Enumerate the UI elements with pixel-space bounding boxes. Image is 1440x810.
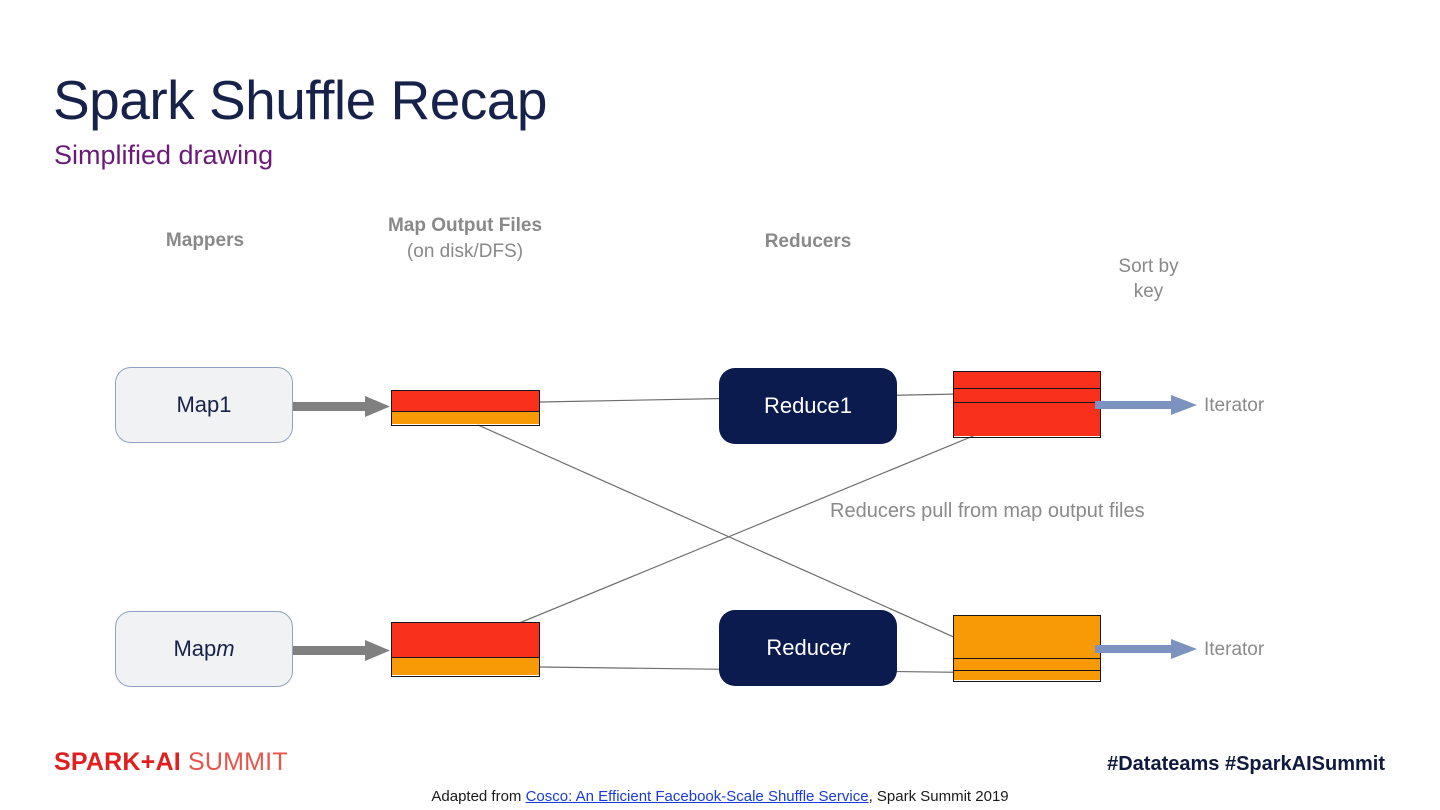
reduce-1-sorted-partition-3 (954, 402, 1100, 436)
page-title: Spark Shuffle Recap (53, 69, 547, 131)
reduce-box-1-label-suffix: 1 (839, 393, 853, 418)
map-to-output-arrow-2 (293, 640, 390, 661)
reduce-1-sorted-partition-1 (954, 372, 1100, 388)
map-box-m[interactable]: Map m (115, 611, 293, 687)
column-header-sort-by-key-line2: key (1133, 281, 1164, 302)
column-header-sort-by-key-line1: Sort by (1118, 256, 1179, 277)
logo-text-light: SUMMIT (180, 748, 288, 776)
diagram-annotation: Reducers pull from map output files (830, 500, 1145, 522)
column-header-map-output-files-line1: Map Output Files (387, 215, 543, 236)
iterator-label-1: Iterator (1204, 395, 1265, 416)
column-header-mappers: Mappers (165, 230, 245, 251)
reduce-box-r-label-prefix: Reduce (766, 635, 843, 660)
attribution-prefix: Adapted from (431, 788, 526, 805)
map-to-output-arrow-1 (293, 396, 390, 417)
reduce-1-sorted-block (953, 371, 1101, 438)
reduce-box-r[interactable]: Reduce r (719, 610, 897, 686)
page-subtitle: Simplified drawing (54, 140, 274, 170)
map-m-output-block (391, 622, 540, 677)
map-1-output-block (391, 390, 540, 426)
iterator-arrow-1 (1095, 395, 1197, 415)
reduce-r-sorted-partition-1 (954, 616, 1100, 658)
attribution-line: Adapted from Cosco: An Efficient Faceboo… (0, 788, 1440, 805)
column-header-sort-by-key: Sort by key (1086, 254, 1211, 304)
map-1-output-segment-red (392, 391, 539, 411)
reduce-r-sorted-partition-2 (954, 658, 1100, 670)
reduce-box-1[interactable]: Reduce 1 (719, 368, 897, 444)
column-header-map-output-files-line2: (on disk/DFS) (406, 241, 524, 262)
map-m-output-segment-red (392, 623, 539, 657)
reduce-1-sorted-partition-2 (954, 388, 1100, 402)
reduce-box-1-label-prefix: Reduce (763, 393, 840, 418)
iterator-label-2: Iterator (1204, 639, 1265, 660)
spark-ai-summit-logo: SPARK+AI SUMMIT (54, 748, 288, 777)
map-m-output-segment-orange (392, 657, 539, 675)
attribution-link[interactable]: Cosco: An Efficient Facebook-Scale Shuff… (525, 788, 869, 805)
map-box-1-label-suffix: 1 (219, 392, 232, 417)
map-box-1[interactable]: Map 1 (115, 367, 293, 443)
map-box-1-label-prefix: Map (176, 392, 220, 417)
logo-text-bold: SPARK+AI (54, 748, 181, 776)
column-header-reducers: Reducers (764, 231, 852, 252)
iterator-arrow-2 (1095, 639, 1197, 659)
map-box-m-label-suffix: m (216, 636, 235, 661)
attribution-suffix: , Spark Summit 2019 (868, 788, 1009, 805)
column-header-map-output-files: Map Output Files (on disk/DFS) (345, 213, 585, 265)
reduce-r-sorted-partition-3 (954, 670, 1100, 680)
reduce-box-r-label-suffix: r (842, 635, 850, 660)
map-box-m-label-prefix: Map (173, 636, 217, 661)
map-1-output-segment-orange (392, 411, 539, 424)
footer-hashtags: #Datateams #SparkAISummit (1107, 753, 1385, 775)
reduce-r-sorted-block (953, 615, 1101, 682)
